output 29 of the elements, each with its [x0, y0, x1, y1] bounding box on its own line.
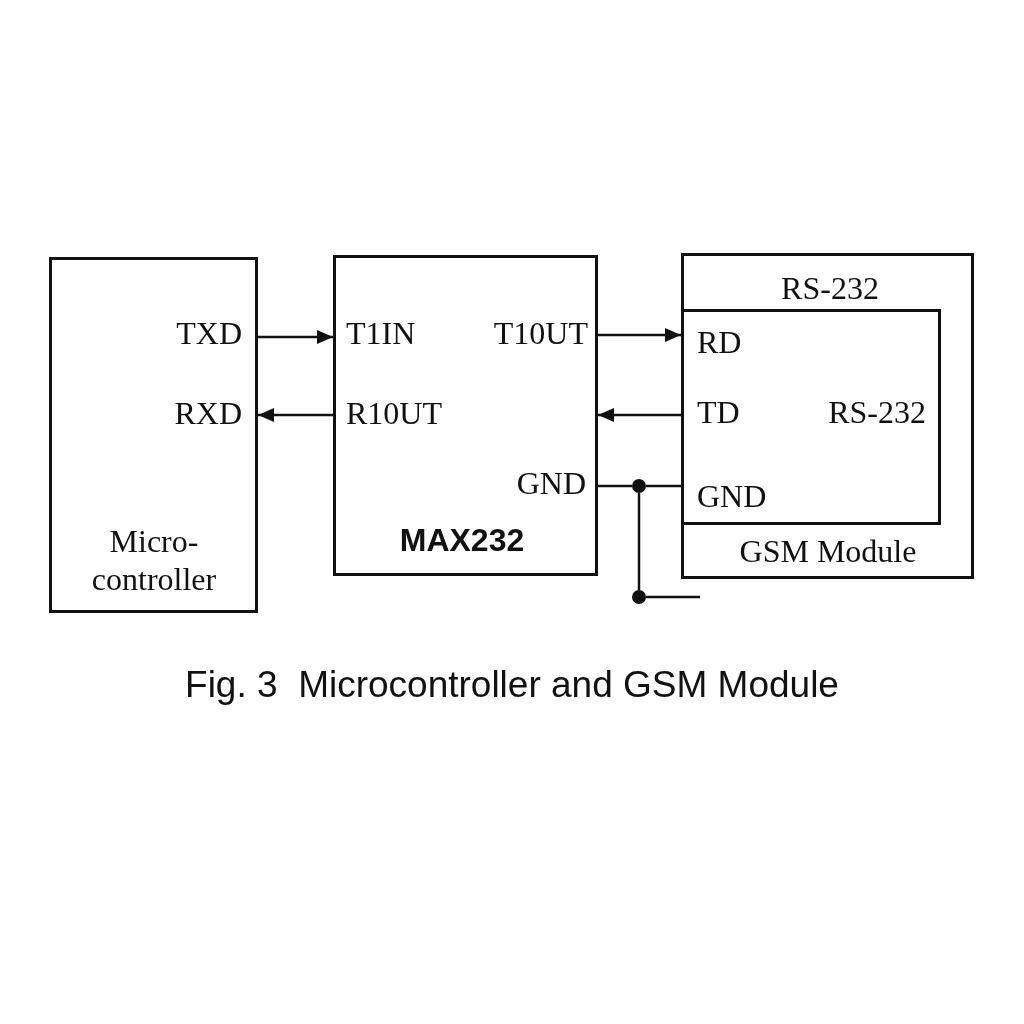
pin-label: RD	[697, 322, 742, 362]
module-label: GSM Module	[739, 531, 917, 571]
block-label: Micro- controller	[90, 521, 218, 599]
arrow	[598, 328, 681, 342]
pin-label: T1IN	[346, 313, 416, 353]
arrow	[598, 408, 681, 422]
figure-caption: Fig. 3 Microcontroller and GSM Module	[185, 664, 839, 707]
junction-dot	[632, 590, 646, 604]
pin-label: RXD	[174, 393, 242, 433]
pin-label: TXD	[176, 313, 242, 353]
chip-label: MAX232	[399, 520, 525, 560]
block-box	[49, 257, 258, 613]
junction-dot	[632, 479, 646, 493]
wire	[646, 595, 700, 599]
pin-label: R10UT	[346, 393, 442, 433]
pin-label: T10UT	[493, 313, 588, 353]
chip-box	[333, 255, 598, 576]
arrow	[258, 330, 333, 344]
port-box	[681, 309, 941, 525]
wire	[646, 484, 681, 488]
wire	[598, 484, 632, 488]
module-box	[681, 253, 974, 579]
pin-label: GND	[697, 476, 767, 516]
interface-label: RS-232	[828, 392, 926, 432]
pin-label: GND	[516, 463, 586, 503]
pin-label: TD	[697, 392, 740, 432]
wire	[637, 493, 641, 590]
interface-label: RS-232	[781, 268, 879, 308]
arrow	[258, 408, 333, 422]
